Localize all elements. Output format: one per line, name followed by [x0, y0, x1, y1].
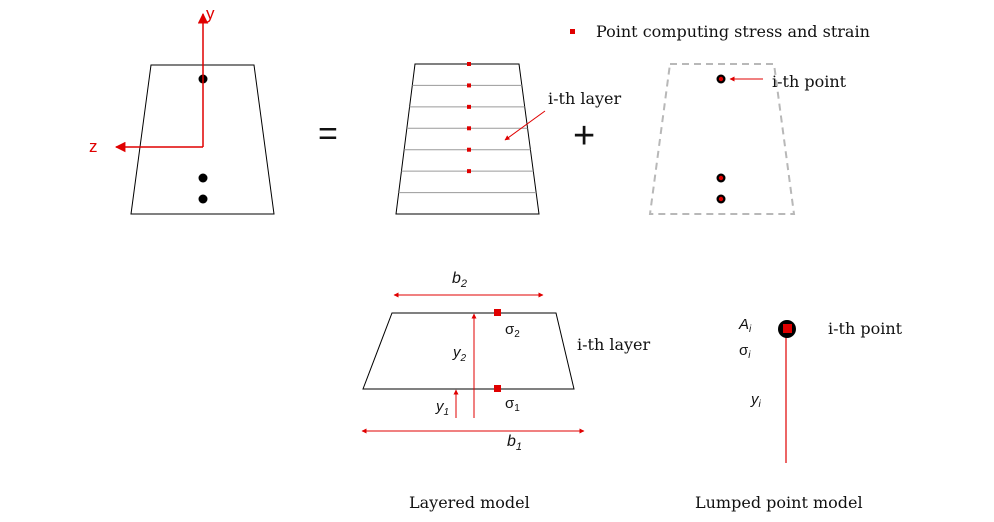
rebar-bottom-2 — [198, 194, 208, 204]
point-callout-label: i-th point — [772, 72, 847, 91]
y1-label: y1 — [435, 398, 449, 418]
layered-model-caption: Layered model — [409, 493, 530, 512]
sigma1-point — [494, 385, 501, 392]
section-full: y z — [89, 4, 275, 215]
layer-callout-label: i-th layer — [548, 89, 622, 108]
lumped-point-top-core — [718, 76, 724, 82]
layer-computing-point — [467, 147, 471, 152]
layer-computing-point — [467, 104, 471, 109]
point-detail: Ai σi yi i-th point Lumped point model — [695, 316, 903, 512]
layer-computing-point — [467, 62, 471, 66]
point-detail-core — [783, 324, 792, 333]
y2-label: y2 — [452, 344, 467, 364]
b1-label: b1 — [507, 433, 522, 453]
lumped-point-bottom-1-core — [718, 175, 724, 181]
lumped-point-bottom-2-core — [718, 196, 724, 202]
yi-label: yi — [750, 391, 762, 410]
legend-label: Point computing stress and strain — [596, 22, 870, 41]
layer-computing-point — [467, 83, 471, 88]
sigma-i-label: σi — [739, 342, 751, 361]
lumped-outline — [648, 63, 796, 215]
sigma2-label: σ2 — [505, 321, 520, 340]
lumped-model-caption: Lumped point model — [695, 493, 863, 512]
sigma1-label: σ1 — [505, 395, 520, 414]
section-outline — [130, 64, 275, 215]
rebar-bottom-1 — [198, 173, 208, 183]
Ai-label: Ai — [738, 316, 752, 335]
layer-detail: b2 b1 y2 y1 σ2 σ1 i-th layer Layered mod… — [361, 270, 651, 512]
layer-computing-point — [467, 169, 471, 174]
layer-lines — [398, 84, 537, 194]
plus-sign: + — [573, 115, 595, 157]
b2-label: b2 — [452, 270, 467, 290]
equals-sign: = — [318, 115, 338, 153]
layer-points — [467, 62, 471, 174]
layered-outline — [395, 63, 540, 215]
layer-computing-point — [467, 126, 471, 131]
sigma2-point — [494, 309, 501, 316]
layer-detail-outline — [362, 312, 575, 390]
legend: Point computing stress and strain — [570, 22, 870, 41]
legend-marker — [570, 29, 575, 34]
point-detail-label: i-th point — [828, 319, 903, 338]
layer-detail-label: i-th layer — [577, 335, 651, 354]
y-axis-label: y — [206, 4, 215, 23]
z-axis-label: z — [89, 137, 98, 156]
layer-callout-arrow — [504, 110, 546, 141]
section-layered: i-th layer — [395, 62, 622, 215]
section-lumped: i-th point — [648, 63, 847, 215]
